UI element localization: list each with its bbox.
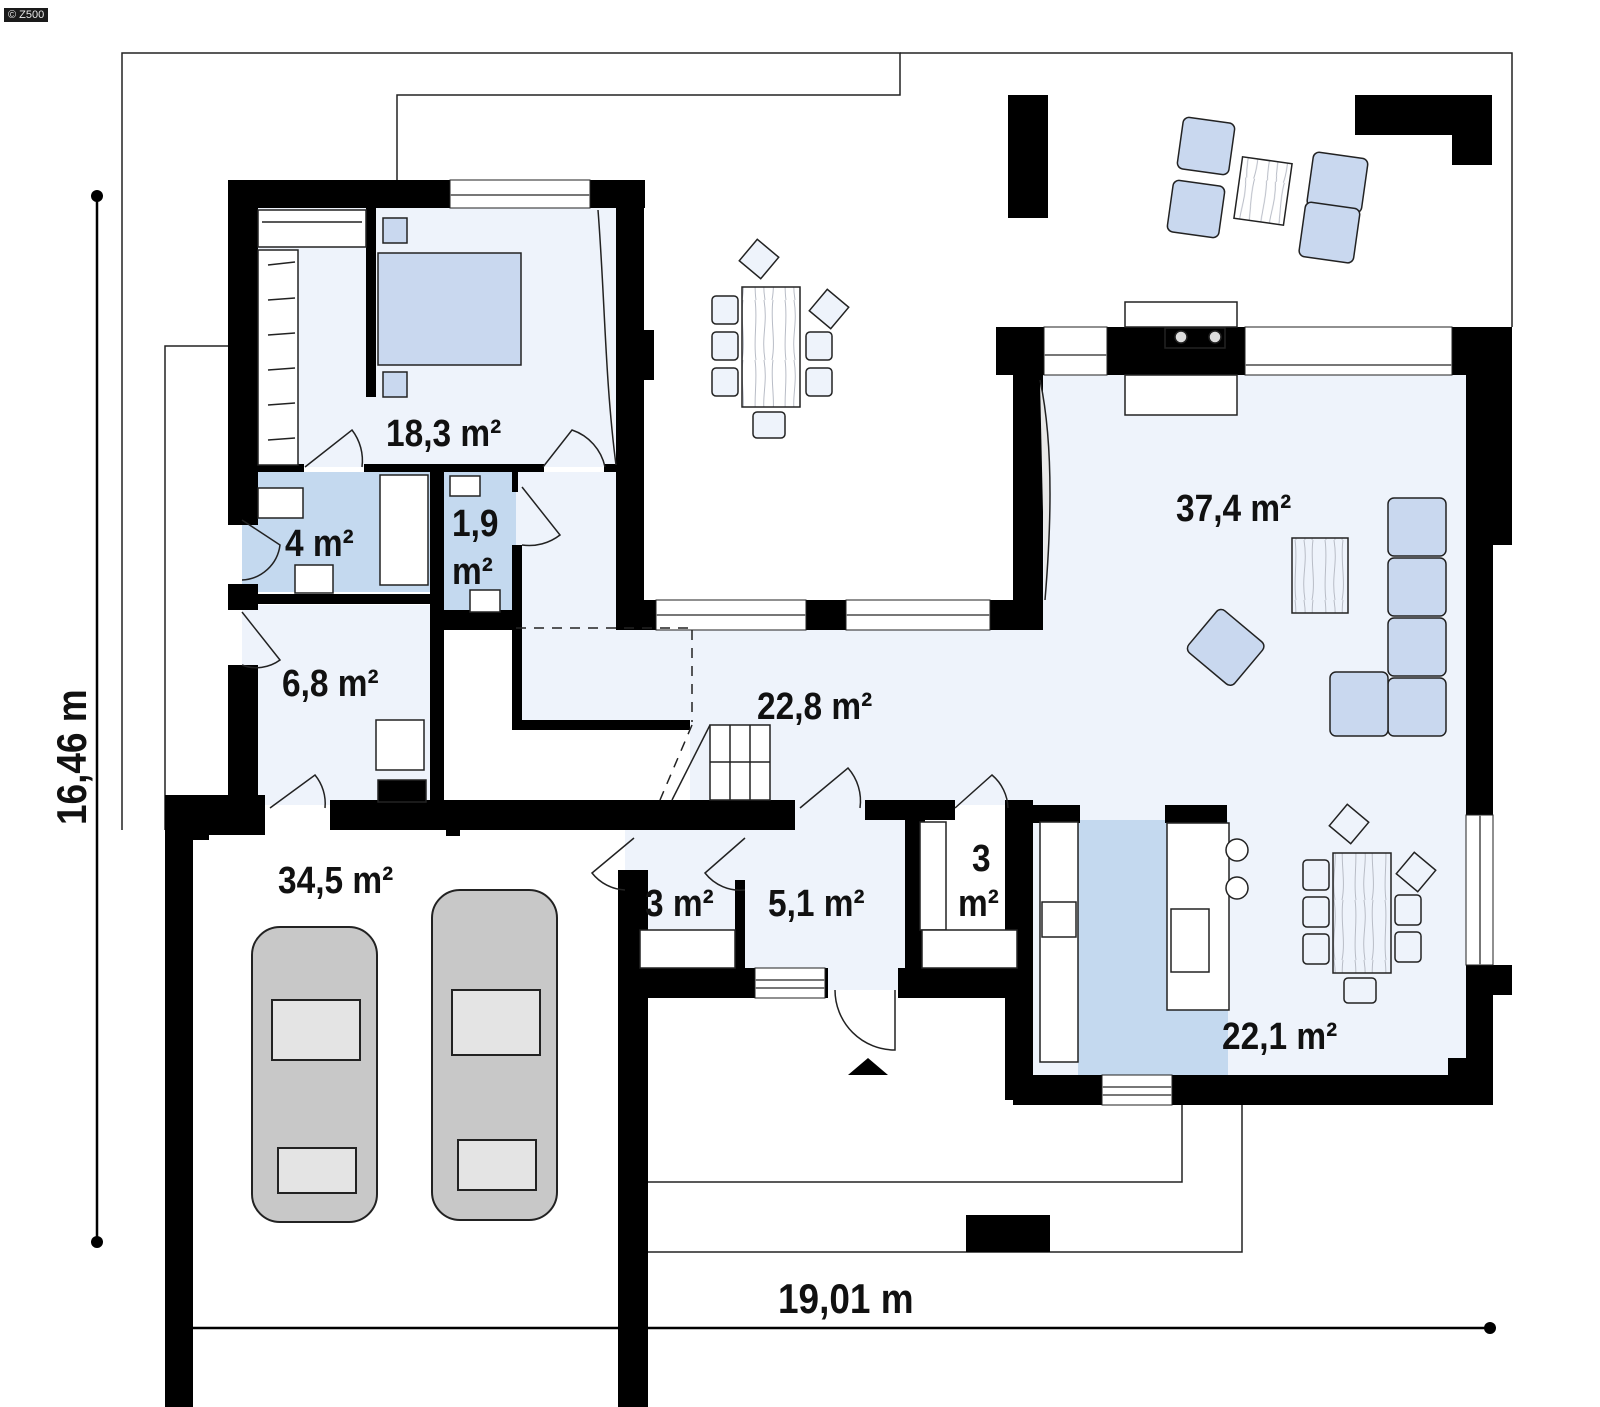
room-area-wardrobe-right-line1: 3 bbox=[972, 838, 991, 880]
room-area-wc-line2: m² bbox=[452, 551, 493, 593]
room-area-kitchen: 22,1 m² bbox=[1222, 1016, 1338, 1058]
room-area-wc-line1: 1,9 bbox=[452, 503, 499, 545]
room-area-garage: 34,5 m² bbox=[278, 860, 394, 902]
stair-void bbox=[430, 730, 690, 805]
indoor-dining-set bbox=[1302, 803, 1437, 1004]
dimension-lines bbox=[95, 196, 1490, 1330]
depth-dimension-label: 16,46 m bbox=[48, 689, 95, 825]
door-swings bbox=[241, 428, 1009, 1051]
staircase bbox=[671, 724, 771, 801]
kitchen-fixtures bbox=[1039, 821, 1249, 1063]
bedroom-furniture bbox=[257, 209, 617, 466]
room-area-hall: 22,8 m² bbox=[757, 686, 873, 728]
walls bbox=[165, 95, 1512, 1407]
outdoor-lounge-set bbox=[1166, 116, 1369, 264]
room-area-wardrobe-right-line2: m² bbox=[958, 883, 999, 925]
room-area-vestibule: 5,1 m² bbox=[768, 883, 865, 925]
room-area-bathroom: 4 m² bbox=[285, 523, 354, 565]
room-area-wardrobe-left: 3 m² bbox=[645, 883, 714, 925]
outdoor-dining-set bbox=[711, 238, 850, 439]
room-area-utility: 6,8 m² bbox=[282, 663, 379, 705]
cars bbox=[251, 889, 558, 1223]
living-furniture bbox=[1039, 379, 1447, 737]
entrance-arrow-icon bbox=[848, 1058, 888, 1075]
site-outline bbox=[121, 52, 1513, 1253]
room-area-bedroom: 18,3 m² bbox=[386, 413, 502, 455]
utility-floor bbox=[242, 605, 430, 805]
width-dimension-label: 19,01 m bbox=[778, 1275, 914, 1322]
bath-fixtures bbox=[257, 474, 501, 803]
wardrobes bbox=[639, 821, 1018, 969]
room-area-living: 37,4 m² bbox=[1176, 488, 1292, 530]
copyright-badge: © Z500 bbox=[4, 8, 49, 22]
fireplace bbox=[1124, 301, 1238, 416]
